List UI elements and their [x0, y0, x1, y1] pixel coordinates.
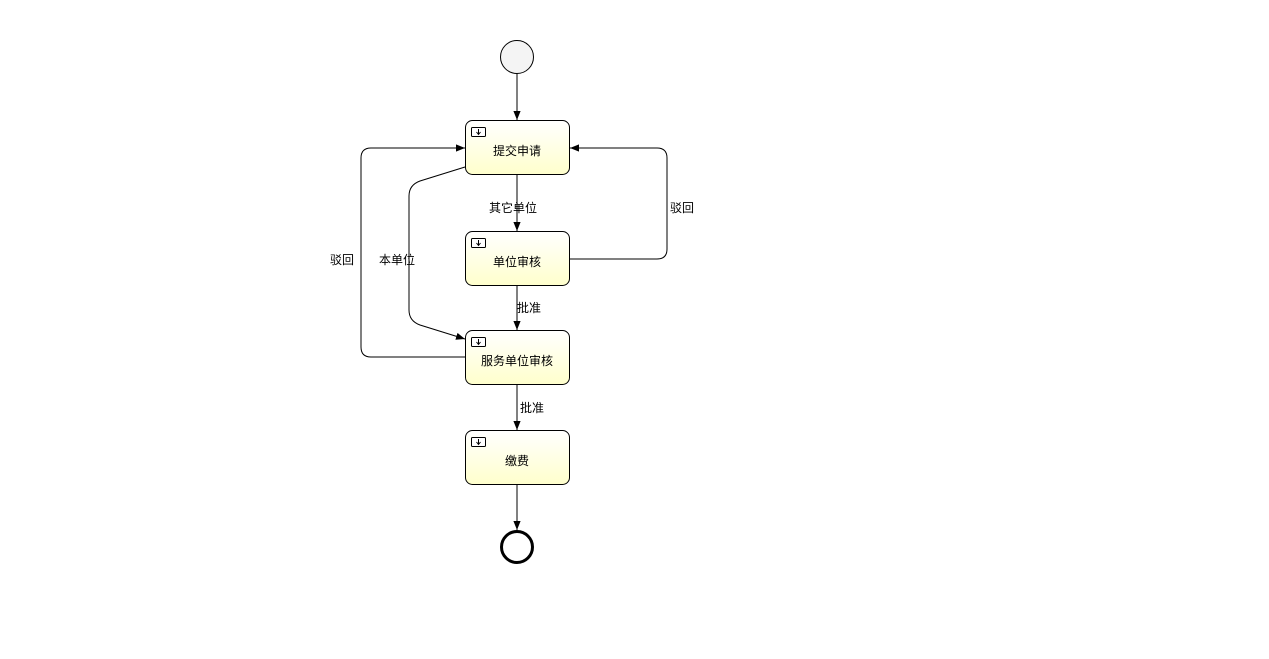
edge-label-own-unit: 本单位	[379, 252, 415, 267]
start-event-icon[interactable]	[500, 40, 534, 74]
task-unit-review[interactable]: 单位审核	[465, 231, 570, 286]
user-task-icon	[471, 127, 486, 137]
task-payment[interactable]: 缴费	[465, 430, 570, 485]
edge-label-approve-1: 批准	[517, 300, 541, 315]
user-task-icon	[471, 238, 486, 248]
task-submit[interactable]: 提交申请	[465, 120, 570, 175]
task-service-review[interactable]: 服务单位审核	[465, 330, 570, 385]
edge-label-other-unit: 其它单位	[489, 200, 537, 215]
edge-label-approve-2: 批准	[520, 400, 544, 415]
task-label: 单位审核	[493, 254, 541, 269]
task-label: 服务单位审核	[481, 353, 553, 368]
edge-unit-review-reject	[570, 144, 668, 260]
edge-service-review-reject	[360, 144, 465, 358]
task-label: 缴费	[505, 453, 529, 468]
edge-label-reject-right: 驳回	[670, 201, 694, 215]
task-label: 提交申请	[493, 143, 541, 158]
end-event-icon[interactable]	[500, 530, 534, 564]
edge-submit-own-unit	[408, 166, 466, 340]
edge-label-reject-left: 驳回	[330, 253, 354, 267]
user-task-icon	[471, 337, 486, 347]
user-task-icon	[471, 437, 486, 447]
